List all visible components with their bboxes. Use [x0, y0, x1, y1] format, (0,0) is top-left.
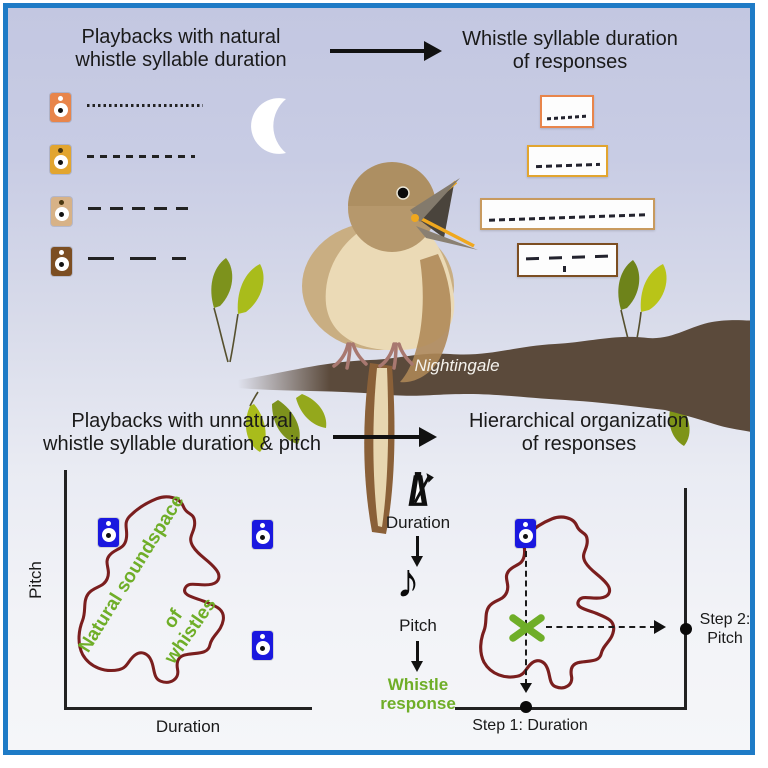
- speaker-icon-blue: [98, 518, 119, 547]
- response-box-1: [540, 95, 594, 128]
- soundspace-blob: [77, 495, 225, 684]
- music-note-icon: ♪: [396, 555, 420, 608]
- moon-icon: [251, 98, 286, 154]
- x-mark-icon: [509, 614, 545, 642]
- playback-line-medium-dashes: [88, 207, 188, 210]
- step1-dashed-line: [525, 551, 527, 685]
- step1-axis-label: Step 1: Duration: [472, 717, 588, 734]
- metronome-icon: [408, 472, 434, 506]
- branch: [238, 320, 750, 432]
- speaker-icon-orange: [50, 93, 71, 122]
- playback-line-short-dashes: [87, 155, 195, 158]
- arrow-right-head-icon: [424, 41, 442, 61]
- right-plot-pitch-axis: [684, 488, 687, 710]
- top-left-title-line2: whistle syllable duration: [75, 49, 287, 71]
- speaker-icon-tan: [51, 197, 72, 226]
- whistle-response-line2: response: [380, 694, 456, 713]
- bird-wing: [400, 254, 452, 383]
- playback-line-long-dashes: [88, 257, 186, 260]
- speaker-icon-brown: [51, 247, 72, 276]
- top-left-title-line1: Playbacks with natural: [81, 26, 281, 48]
- arrow-right-head-icon: [419, 427, 437, 447]
- whistle-response-line1: Whistle: [387, 675, 449, 694]
- bottom-left-title: Playbacks with unnatural whistle syllabl…: [14, 410, 350, 456]
- left-plot-x-axis: [64, 707, 312, 710]
- step1-axis-dot: [520, 701, 532, 713]
- bottom-right-title-line1: Hierarchical organization: [468, 410, 690, 432]
- branch-illustration: [211, 258, 750, 452]
- left-plot-x-label: Duration: [155, 717, 221, 736]
- step2-dashed-line: [546, 626, 656, 628]
- right-plot-duration-axis: [455, 707, 687, 710]
- response-box-3: [480, 198, 655, 230]
- top-right-title: Whistle syllable duration of responses: [448, 28, 692, 74]
- species-label: Nightingale: [414, 356, 500, 375]
- whistle-trace-tick: [563, 266, 566, 272]
- bottom-right-title-line2: of responses: [521, 433, 637, 455]
- response-box-2: [527, 145, 608, 177]
- bird-lower-beak: [416, 226, 478, 250]
- arrow-right-icon: [333, 435, 421, 439]
- response-box-4: [517, 243, 618, 277]
- flow-step1-label: Duration: [385, 513, 451, 532]
- top-left-title: Playbacks with natural whistle syllable …: [40, 26, 322, 72]
- step2-axis-label: Step 2: Pitch: [699, 611, 751, 647]
- arrow-right-head-icon: [654, 620, 666, 634]
- arrow-down-icon: [416, 641, 419, 663]
- nightingale-bird-illustration: [302, 162, 478, 534]
- figure-frame: Playbacks with natural whistle syllable …: [3, 3, 755, 755]
- bottom-left-title-line2: whistle syllable duration & pitch: [43, 433, 321, 455]
- arrow-down-icon: [520, 683, 532, 693]
- step2-axis-dot: [680, 623, 692, 635]
- speaker-icon-blue: [515, 519, 536, 548]
- speaker-icon-blue: [252, 631, 273, 660]
- top-right-title-line1: Whistle syllable duration: [462, 28, 678, 50]
- bottom-right-title: Hierarchical organization of responses: [438, 410, 720, 456]
- flow-step2-label: Pitch: [399, 616, 437, 635]
- speaker-icon-blue: [252, 520, 273, 549]
- speaker-icon-gold: [50, 145, 71, 174]
- playback-line-fine-dotted: [87, 104, 203, 107]
- bottom-left-title-line1: Playbacks with unnatural: [71, 410, 293, 432]
- bird-upper-beak: [410, 178, 460, 222]
- left-plot-y-label: Pitch: [26, 561, 45, 599]
- bird-mouth: [414, 184, 454, 238]
- bird-legs: [332, 342, 414, 370]
- arrow-right-icon: [330, 49, 426, 53]
- soundspace-blob: [479, 515, 616, 690]
- whistle-response-label: Whistle response: [373, 675, 463, 713]
- bird-eye: [396, 186, 410, 200]
- top-right-title-line2: of responses: [512, 51, 628, 73]
- left-plot-y-axis: [64, 470, 67, 710]
- arrow-down-icon: [416, 536, 419, 558]
